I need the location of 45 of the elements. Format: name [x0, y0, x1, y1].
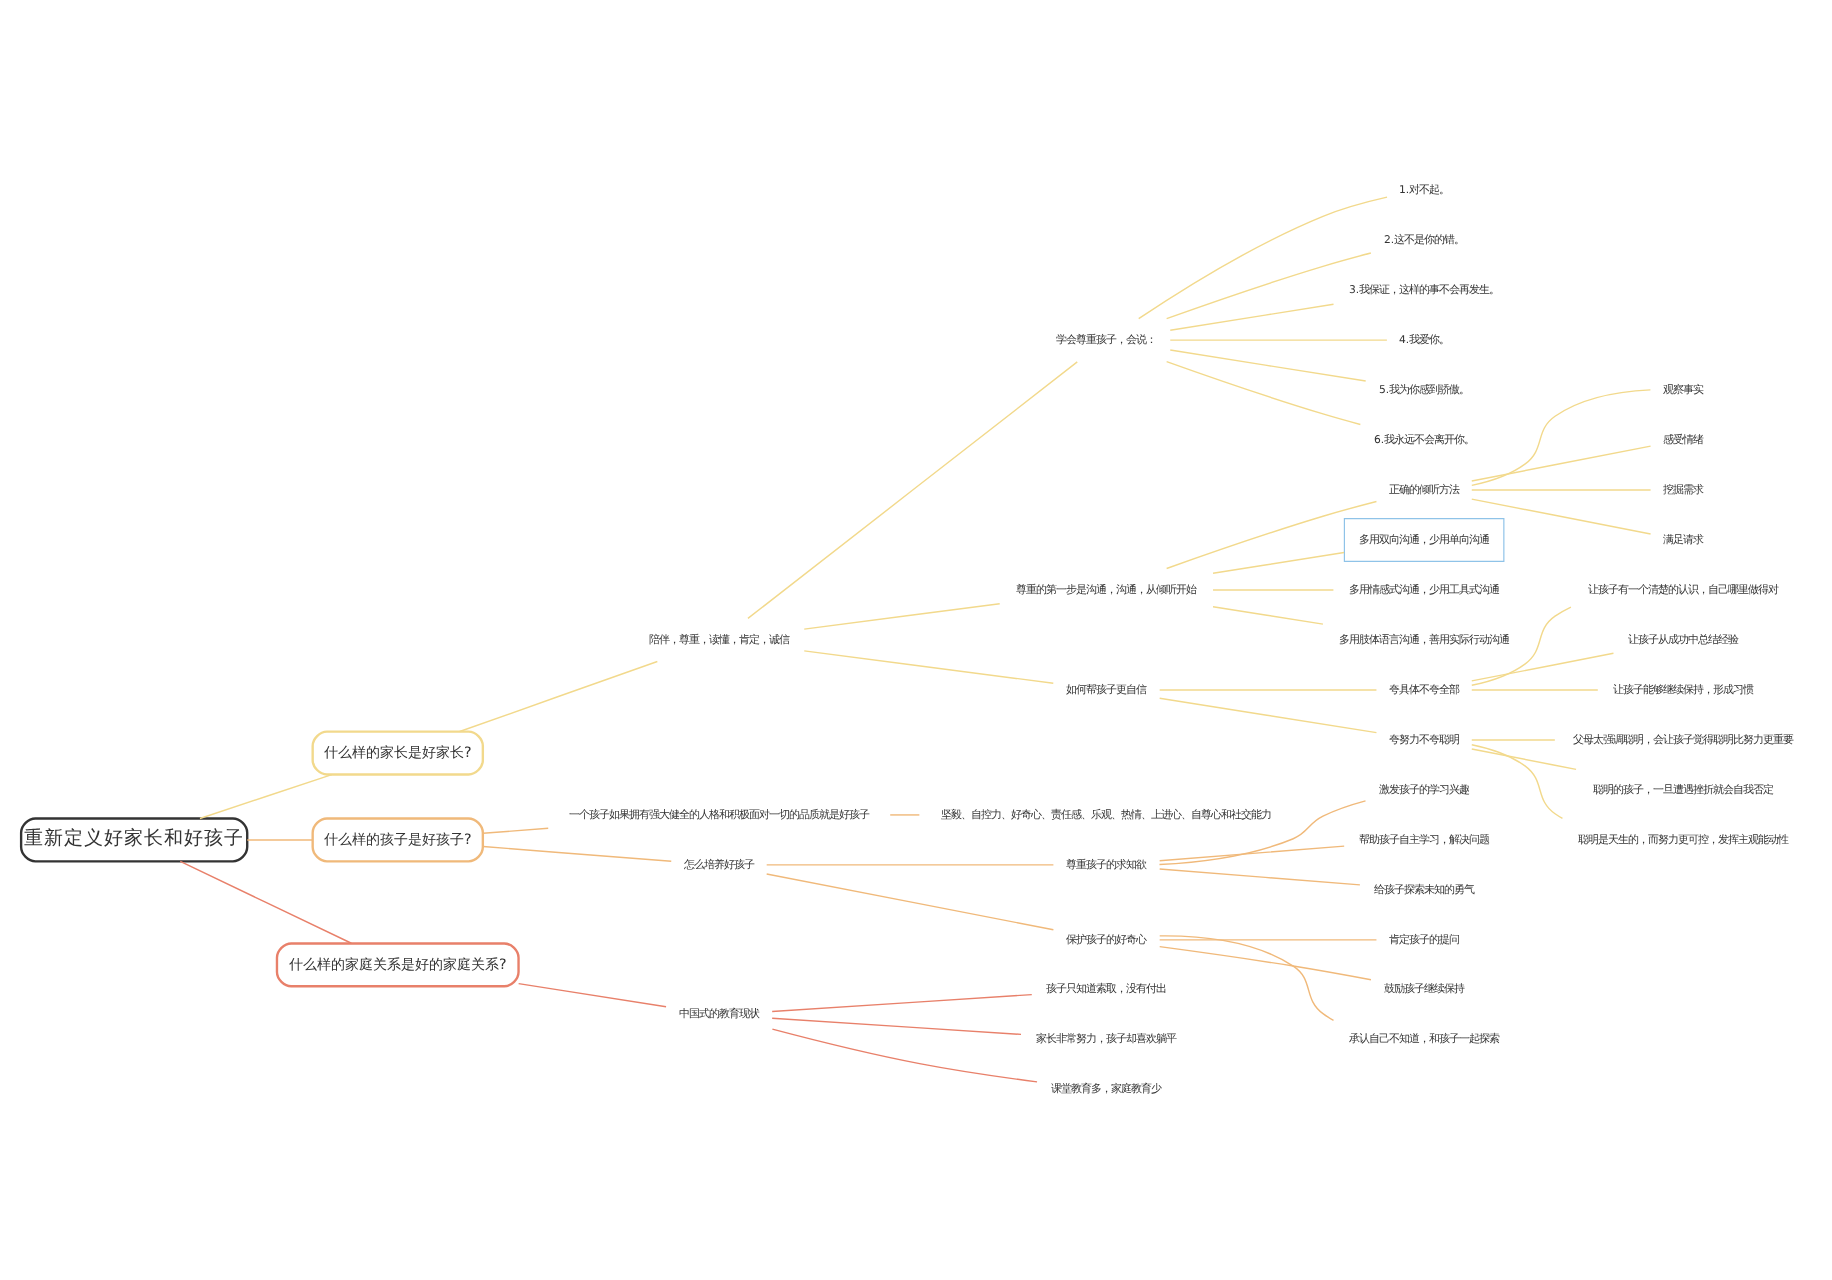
- connector: [1158, 868, 1361, 886]
- connector: [765, 873, 1055, 931]
- connector: [1471, 498, 1652, 535]
- connector: [1158, 845, 1345, 862]
- connector: [1169, 349, 1367, 382]
- connector: [246, 839, 314, 841]
- connector: [1158, 939, 1378, 941]
- connector: [803, 650, 1054, 684]
- connector: [747, 361, 1078, 620]
- node-box: 重新定义好家长和好孩子: [19, 817, 249, 863]
- connector: [179, 860, 353, 944]
- connector: [889, 814, 921, 816]
- connector: [1471, 689, 1599, 691]
- connector: [1158, 689, 1378, 691]
- connector: [1158, 697, 1378, 734]
- connector: [1165, 500, 1378, 570]
- connector: [1169, 339, 1388, 341]
- connector: [1159, 935, 1335, 1022]
- connector: [1165, 360, 1362, 426]
- connector: [1165, 252, 1372, 320]
- connector: [1138, 196, 1388, 320]
- connector: [1158, 945, 1372, 981]
- connector: [482, 827, 549, 835]
- connector: [803, 603, 1001, 630]
- connector: [771, 1017, 1022, 1036]
- connector: [1471, 489, 1652, 491]
- connector: [1169, 303, 1335, 331]
- connector: [1471, 389, 1652, 487]
- connector: [517, 982, 667, 1008]
- connector: [1212, 589, 1335, 591]
- connector: [1471, 606, 1572, 686]
- connector: [1471, 739, 1556, 741]
- connector: [771, 993, 1033, 1013]
- connector: [1471, 652, 1615, 682]
- connector: [1471, 743, 1564, 820]
- connector: [458, 660, 659, 733]
- connector: [1212, 606, 1324, 625]
- connector: [1471, 748, 1577, 771]
- connector: [482, 845, 672, 862]
- connector: [765, 864, 1055, 866]
- connector: [1212, 551, 1345, 575]
- connector: [1158, 800, 1367, 866]
- connector: [199, 773, 333, 820]
- connector: [771, 1028, 1038, 1083]
- connector: [1471, 445, 1652, 482]
